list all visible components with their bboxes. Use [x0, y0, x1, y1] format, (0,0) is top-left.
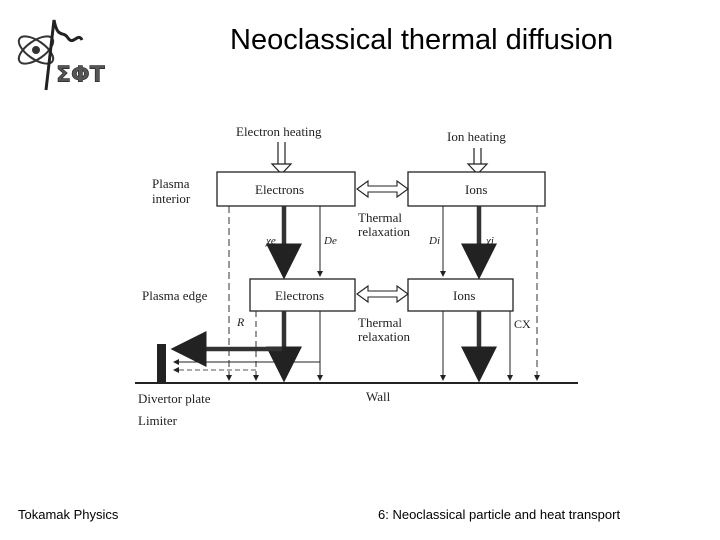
heat-transport-diagram: Electron heating Ion heating Plasma inte…: [135, 124, 578, 428]
plasma-interior-label-line1: Plasma: [152, 176, 190, 191]
logo-wave-icon: [44, 19, 84, 91]
thermal-relaxation-1-line1: Thermal: [358, 210, 402, 225]
cx-label: CX: [514, 317, 531, 331]
thermal-relaxation-1-line2: relaxation: [358, 224, 410, 239]
chi-i-label: χi: [485, 235, 494, 247]
ions-edge-label: Ions: [453, 288, 475, 303]
electrons-interior-label: Electrons: [255, 182, 304, 197]
thermal-relaxation-2-line2: relaxation: [358, 329, 410, 344]
wall-label: Wall: [366, 389, 391, 404]
footer-chapter-title: 6: Neoclassical particle and heat transp…: [378, 507, 621, 522]
d-e-label: De: [323, 235, 337, 247]
r-label: R: [236, 315, 245, 329]
electrons-edge-label: Electrons: [275, 288, 324, 303]
footer-course-title: Tokamak Physics: [18, 507, 119, 522]
divertor-plate-label: Divertor plate: [138, 391, 211, 406]
plasma-edge-label: Plasma edge: [142, 288, 208, 303]
ion-heating-arrow: [466, 148, 489, 175]
ions-interior-label: Ions: [465, 182, 487, 197]
limiter-label: Limiter: [138, 413, 178, 428]
d-i-label: Di: [428, 235, 440, 247]
electron-heating-arrow: [270, 142, 293, 175]
electrons-edge-box: [249, 278, 356, 312]
electron-heating-label: Electron heating: [236, 124, 322, 139]
slide-title: Neoclassical thermal diffusion: [230, 24, 614, 56]
divertor-plate: [157, 344, 166, 382]
chi-e-label: χe: [265, 235, 276, 247]
ions-edge-box: [407, 278, 514, 312]
plasma-interior-label-line2: interior: [152, 191, 191, 206]
logo-text: ΣΦΤ: [56, 63, 105, 88]
institute-logo: ΣΦΤ: [17, 19, 105, 91]
edge-exchange-arrow: [356, 284, 409, 304]
ion-heating-label: Ion heating: [447, 129, 506, 144]
thermal-relaxation-2-line1: Thermal: [358, 315, 402, 330]
interior-exchange-arrow: [356, 179, 409, 199]
electrons-interior-box: [216, 171, 356, 207]
